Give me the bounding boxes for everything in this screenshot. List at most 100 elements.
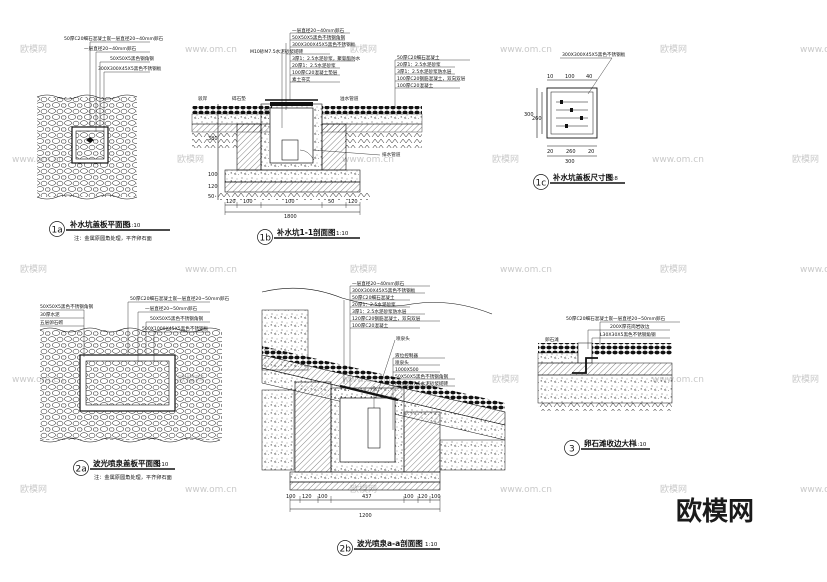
watermark-text: www.om.cn <box>800 265 827 275</box>
watermark-text: 欧模网 <box>177 153 204 165</box>
title-1c: 补水坑盖板尺寸图 <box>552 172 613 182</box>
label-1b-5: 20厚1：2.5水泥砂浆 <box>292 62 336 69</box>
side-3: 卵石滩 <box>545 336 559 343</box>
title-1a: 补水坑盖板平面图 <box>69 219 130 229</box>
watermark-text: www.om.cn <box>185 485 237 495</box>
watermark-text: 欧模网 <box>792 153 819 165</box>
dim-1b-total: 1800 <box>284 214 297 220</box>
title-2a: 波光喷泉盖板平面图 <box>93 458 161 468</box>
drawing-3-edge-detail: 50厚C20细石混凝土嵌一层直径20~50mm卵石 200X厚花岗岩收边 L30… <box>537 315 680 456</box>
dim-1c-top-1: 100 <box>565 74 575 80</box>
label-2b-3: 20厚1：2.5水泥砂浆 <box>352 301 396 308</box>
drawing-2a-plan: 50厚C20细石混凝土嵌一层直径20~50mm卵石 一层直径20~50mm卵石 … <box>39 295 230 481</box>
drawing-1a-plan: 50厚C20细石混凝土嵌一层直径20~40mm卵石 一层直径20~40mm卵石 … <box>36 35 170 242</box>
note-1a: 注：金属原圆角处理，平齐卵石面 <box>74 234 152 242</box>
scale-1a: 1:10 <box>128 223 141 229</box>
height-1b-1: 100 <box>208 172 218 178</box>
dim-2b-4: 100 <box>404 494 414 500</box>
left-2a-0: 50X50X5黑色不锈钢角钢 <box>40 303 93 310</box>
index-1c: 1c <box>536 179 547 189</box>
watermark-text: 欧模网 <box>492 153 519 165</box>
label-2a-3: 500X1000X45X5黑色不锈钢板 <box>142 325 209 332</box>
label-2b-2: 50厚C20细石混凝土 <box>352 294 395 301</box>
dim-1b-4: 120 <box>348 199 358 205</box>
label-1a-2: 50X50X5黑色钢角钢 <box>110 55 154 62</box>
dim-1b-3: 50 <box>328 199 334 205</box>
drain-1b: 排水管道 <box>382 151 401 158</box>
inner-2b-4: M10砂M7.5水泥砂浆砌砖 <box>395 380 449 387</box>
label-1b-4: 3厚1：2.5水泥砂浆，聚氨酯防水 <box>292 55 361 62</box>
watermark-text: www.om.cn <box>500 45 552 55</box>
drawing-1c-plate-dims: 300X300X45X5黑色不锈钢板 10 100 40 300 260 20 … <box>524 51 626 190</box>
scale-2b: 1:10 <box>425 542 438 548</box>
dim-1c-total: 300 <box>565 159 575 165</box>
dim-1b-1: 100 <box>243 199 253 205</box>
left-2a-1: 30厚水泥 <box>40 311 60 318</box>
label-1a-3: 300X300X45X5黑色不锈钢板 <box>98 65 162 72</box>
label-2b-4: 3厚1：2.5水泥砂浆防水层 <box>352 308 407 315</box>
index-2b: 2b <box>340 545 352 555</box>
dim-2b-0: 100 <box>286 494 296 500</box>
label-1b-0: 一层直径20~40mm卵石 <box>292 27 344 34</box>
dim-2b-6: 100 <box>431 494 441 500</box>
side-1b-1: 碎石垫 <box>232 95 246 102</box>
label-2b-1: 300X300X45X5黑色不锈钢板 <box>352 287 416 294</box>
drawing-1b-section: 120 100 100 50 120 1800 380 100 120 50 驳… <box>191 27 470 245</box>
label-3-1: 200X厚花岗岩收边 <box>610 323 650 330</box>
title-3: 卵石滩收边大样 <box>584 438 637 448</box>
label-3-2: L30X30X5黑色不锈钢角钢 <box>600 331 656 338</box>
height-1b-3: 50 <box>208 194 214 200</box>
label-1b-7: 50厚C20细石混凝土 <box>397 54 440 61</box>
watermark-text: 欧模网 <box>492 373 519 385</box>
dim-1c-v-1: 260 <box>532 116 542 122</box>
label-2a-1: 一层直径20~50mm卵石 <box>145 305 197 312</box>
watermark-text: www.om.cn <box>800 485 827 495</box>
inner-2b-0: 液位控制器 <box>395 352 418 359</box>
watermark-text: 欧模网 <box>660 483 687 495</box>
index-1b: 1b <box>260 234 272 244</box>
watermark-text: www.om.cn <box>342 155 394 165</box>
scale-1b: 1:10 <box>336 231 349 237</box>
watermark-text: www.om.cn <box>652 375 704 385</box>
label-1a-0: 50厚C20细石混凝土嵌一层直径20~40mm卵石 <box>64 35 164 42</box>
watermark-text: 欧模网 <box>20 263 47 275</box>
note-2a: 注：金属原圆角处理，平齐卵石面 <box>94 473 172 481</box>
label-1c: 300X300X45X5黑色不锈钢板 <box>562 51 626 58</box>
label-1b-10: 100厚C20钢筋混凝土，双向双层 <box>397 75 466 82</box>
brand-logo-text: 欧模网 <box>676 496 754 527</box>
title-1b: 补水坑1-1剖面图 <box>276 227 336 237</box>
index-3: 3 <box>569 445 575 455</box>
dim-2b-3: 437 <box>362 494 372 500</box>
height-1b-0: 380 <box>208 136 218 142</box>
label-1b-3: M10砂M7.5水泥砂浆砌砖 <box>250 48 304 55</box>
watermark-text: www.om.cn <box>800 45 827 55</box>
watermark-text: 欧模网 <box>350 263 377 275</box>
scale-2a: 1:10 <box>156 462 169 468</box>
dim-2b-2: 100 <box>318 494 328 500</box>
dim-1b-2: 100 <box>285 199 295 205</box>
side-1b-0: 驳岸 <box>198 95 208 102</box>
watermark-text: www.om.cn <box>652 155 704 165</box>
dim-1b-0: 120 <box>226 199 236 205</box>
dim-2b-5: 120 <box>418 494 428 500</box>
left-2a-2: 五层卵石砌 <box>40 319 63 326</box>
height-1b-2: 120 <box>208 184 218 190</box>
watermark-text: www.om.cn <box>12 375 64 385</box>
label-3-0: 50厚C20细石混凝土嵌一层直径20~50mm卵石 <box>566 315 666 322</box>
dim-2b-total: 1200 <box>359 513 372 519</box>
dim-1c-top-2: 40 <box>586 74 592 80</box>
dim-1c-h-2: 20 <box>588 149 594 155</box>
label-1b-6: 100厚C20混凝土垫层 <box>292 69 338 76</box>
inner-2b-2: 1000X500 <box>395 367 419 373</box>
label-1b-2: 300X300X45X5黑色不锈钢板 <box>292 41 356 48</box>
label-1a-1: 一层直径20~40mm卵石 <box>84 45 136 52</box>
watermark-text: 欧模网 <box>660 43 687 55</box>
inner-2b-3: 50X50X5黑色不锈钢角钢 <box>395 373 448 380</box>
dim-1c-h-1: 260 <box>566 149 576 155</box>
label-2a-2: 50X50X5黑色不锈钢角钢 <box>150 315 203 322</box>
watermark-text: www.om.cn <box>185 265 237 275</box>
watermark-text: www.om.cn <box>500 265 552 275</box>
label-2b-5: 120厚C20钢筋混凝土，双向双层 <box>352 315 421 322</box>
dim-1c-v-0: 300 <box>524 112 534 118</box>
